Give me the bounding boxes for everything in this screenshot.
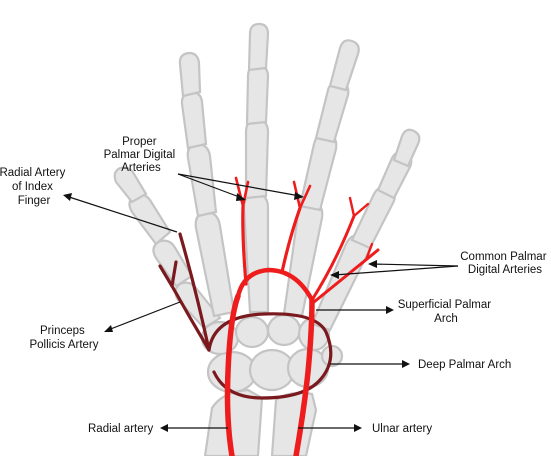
label-radial-artery-of-index-finger: Radial Artery of Index Finger	[0, 167, 69, 207]
proper-digital-ring-left	[350, 198, 354, 216]
radius-bone	[205, 390, 262, 456]
label-ulnar-artery: Ulnar artery	[372, 423, 432, 435]
label-deep-palmar-arch: Deep Palmar Arch	[418, 359, 511, 371]
label-radial-artery: Radial artery	[88, 423, 153, 435]
ulna-bone	[272, 393, 316, 456]
label-princeps-pollicis-artery: Princeps Pollicis Artery	[29, 325, 98, 351]
hand-skeleton	[115, 24, 420, 456]
proper-digital-index-left	[236, 178, 243, 206]
label-proper-palmar-digital-arteries: Proper Palmar Digital Arteries	[104, 136, 179, 174]
label-common-palmar-digital-arteries: Common Palmar Digital Arteries	[460, 251, 549, 276]
label-superficial-palmar-arch: Superficial Palmar Arch	[398, 299, 495, 325]
